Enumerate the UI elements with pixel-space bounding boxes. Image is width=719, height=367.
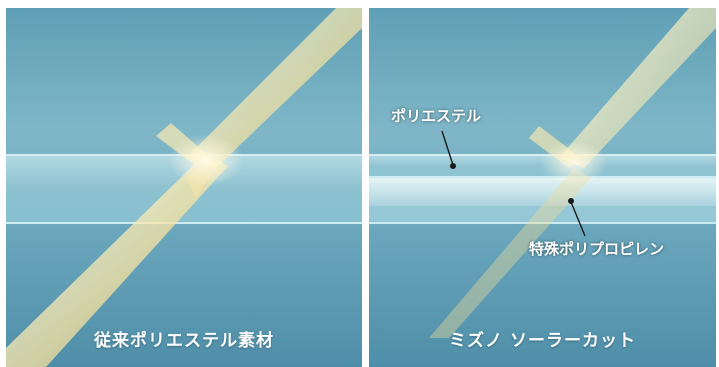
refraction-glow <box>168 134 244 186</box>
incoming-beam <box>186 8 362 168</box>
attenuated-beam <box>429 168 591 338</box>
polypropylene-pointer-dot <box>568 198 574 204</box>
transmitted-beam <box>6 153 228 367</box>
incoming-beam <box>559 8 716 168</box>
polyester-label: ポリエステル <box>391 107 482 125</box>
solar-cut-panel: ポリエステル 特殊ポリプロピレン ミズノ ソーラーカット <box>369 8 716 367</box>
polyester-leader-line <box>441 130 454 166</box>
conventional-polyester-panel: 従来ポリエステル素材 <box>6 8 362 367</box>
polyester-pointer-dot <box>450 163 456 169</box>
special-polypropylene-label: 特殊ポリプロピレン <box>529 240 665 258</box>
lower-polyester-layer <box>369 206 716 224</box>
special-polypropylene-layer <box>369 178 716 206</box>
light-beam-graphic <box>6 8 362 367</box>
solar-cut-caption: ミズノ ソーラーカット <box>449 331 636 351</box>
refraction-glow <box>540 141 608 185</box>
light-beam-graphic <box>429 8 716 338</box>
polypropylene-leader-line <box>570 201 586 237</box>
conventional-caption: 従来ポリエステル素材 <box>94 331 274 351</box>
